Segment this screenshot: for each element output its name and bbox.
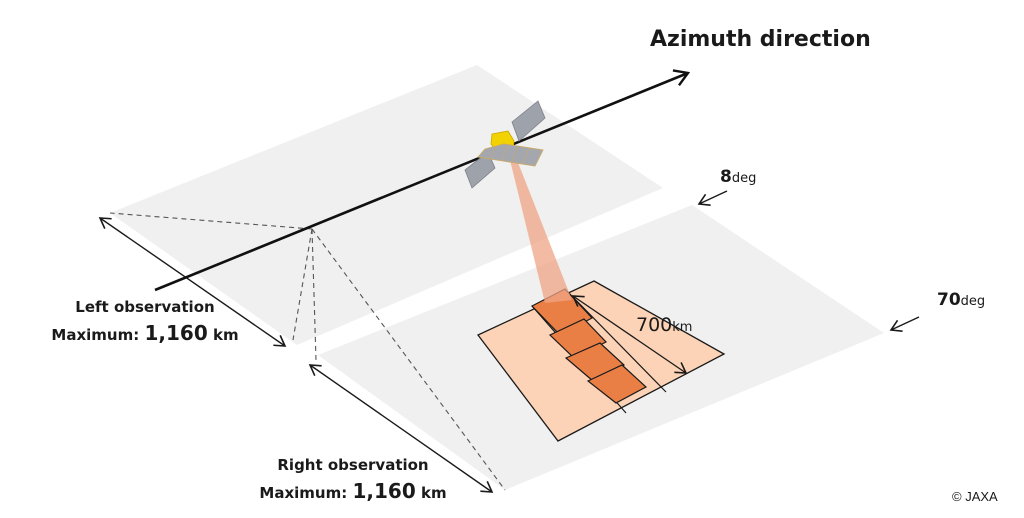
outer-angle-value: 70 [937,290,961,310]
right-observation-span-arrow [308,364,494,493]
swath-width-label: 700km [636,314,692,336]
inner-angle-unit: deg [731,171,757,186]
sar-antenna [477,143,544,167]
outer-angle-unit: deg [960,294,986,309]
left-observation-span-arrow [98,217,287,347]
right-observation-maximum: Maximum: 1,160 km [259,479,447,503]
satellite-icon [464,100,546,189]
left-observation-title: Left observation [75,298,215,316]
swath-width-value: 700 [636,314,673,336]
swath-width-unit: km [672,320,693,335]
inner-angle-value: 8 [720,167,732,187]
left-observation-unit: km [212,326,239,344]
right-observation-value: 1,160 [352,479,416,503]
inner-angle-pointer [697,190,728,207]
left-observation-value: 1,160 [144,321,208,345]
inner-angle-label: 8deg [720,167,756,187]
right-observation-unit: km [420,484,447,502]
copyright-credit: © JAXA [952,489,998,504]
right-observation-title: Right observation [277,456,429,474]
radar-beam [510,160,572,303]
solar-panel-lower [464,151,496,189]
outer-angle-pointer [889,316,920,333]
left-observation-label: Left observation Maximum: 1,160 km [40,294,250,348]
azimuth-direction-arrow [154,69,691,292]
azimuth-direction-label: Azimuth direction [650,27,871,52]
solar-panel-upper [511,100,546,142]
right-observation-label: Right observation Maximum: 1,160 km [248,452,458,506]
outer-angle-label: 70deg [937,290,985,310]
left-observation-maximum: Maximum: 1,160 km [51,321,239,345]
swath-width-arrow [571,295,688,374]
